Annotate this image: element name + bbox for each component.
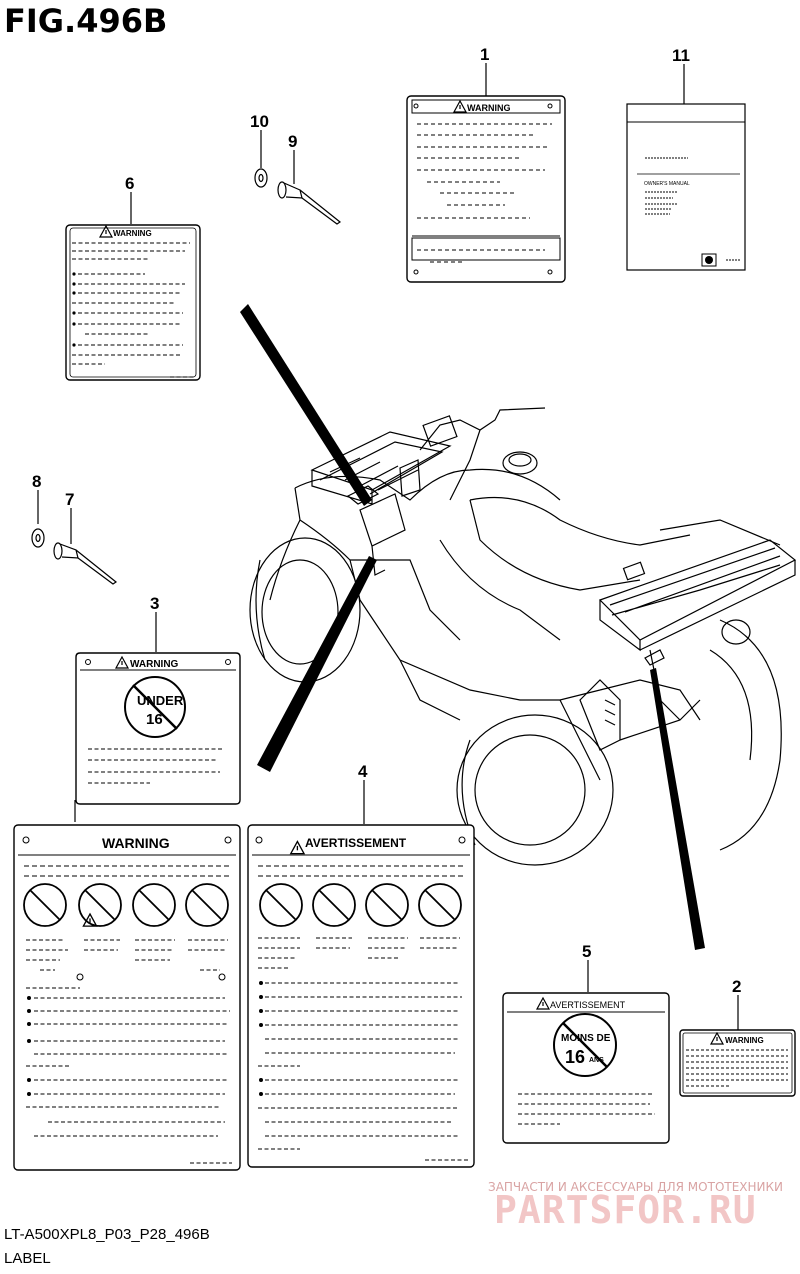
label-4-avertissement: AVERTISSEMENT	[247, 824, 475, 1168]
callout-3: 3	[150, 594, 159, 613]
label-2-warning: WARNING	[679, 1029, 796, 1097]
diagram-label: LABEL	[4, 1250, 51, 1267]
washer-part-10	[254, 168, 268, 188]
arrow-to-rear-fender	[650, 668, 705, 950]
owners-manual-title: OWNER'S MANUAL	[644, 181, 690, 187]
label-4-title: AVERTISSEMENT	[305, 836, 407, 850]
label-3-age: 16	[146, 711, 163, 728]
callout-2: 2	[732, 977, 741, 996]
arrow-to-front-fender-lower	[257, 556, 377, 772]
callout-5: 5	[582, 942, 591, 961]
label-3-title: WARNING	[130, 659, 179, 670]
rivet-part-7	[53, 542, 118, 585]
leader-arrows	[240, 304, 705, 950]
label-warning-large-title: WARNING	[102, 835, 170, 851]
watermark-logo: PARTSFOR.RU	[494, 1188, 757, 1232]
figure-title: FIG.496B	[4, 2, 168, 40]
label-3-under: UNDER	[137, 693, 184, 708]
diagram-code: LT-A500XPL8_P03_P28_496B	[4, 1226, 210, 1243]
washer-part-8	[31, 528, 45, 548]
callout-10: 10	[250, 112, 269, 131]
label-6-warning: WARNING	[65, 224, 201, 381]
arrow-to-front-fender-upper	[240, 304, 372, 506]
label-warning-large: WARNING	[13, 824, 241, 1171]
label-5-age: 16	[565, 1047, 585, 1067]
label-5-moins-de: MOINS DE	[561, 1033, 611, 1044]
callout-7: 7	[65, 490, 74, 509]
label-3-warning-under-16: WARNING UNDER 16	[75, 652, 241, 805]
callout-6: 6	[125, 174, 134, 193]
label-1-warning: WARNING	[406, 95, 566, 283]
callout-11: 11	[672, 46, 690, 65]
callout-4: 4	[358, 762, 368, 781]
watermark-tagline: ЗАПЧАСТИ И АКСЕССУАРЫ ДЛЯ МОТОТЕХНИКИ	[488, 1180, 784, 1194]
callout-1: 1	[480, 45, 489, 64]
label-5-title: AVERTISSEMENT	[550, 1000, 626, 1010]
callout-8: 8	[32, 472, 41, 491]
label-5-avertissement-16: AVERTISSEMENT MOINS DE 16 ANS	[502, 992, 670, 1144]
callout-leaders	[37, 63, 739, 1030]
label-2-title: WARNING	[725, 1036, 764, 1045]
owners-manual-part-11: OWNER'S MANUAL	[626, 103, 746, 271]
rivet-part-9	[277, 181, 342, 225]
label-6-title: WARNING	[113, 229, 152, 238]
callout-9: 9	[288, 132, 297, 151]
label-5-ans: ANS	[589, 1057, 604, 1064]
label-1-title: WARNING	[467, 103, 511, 113]
